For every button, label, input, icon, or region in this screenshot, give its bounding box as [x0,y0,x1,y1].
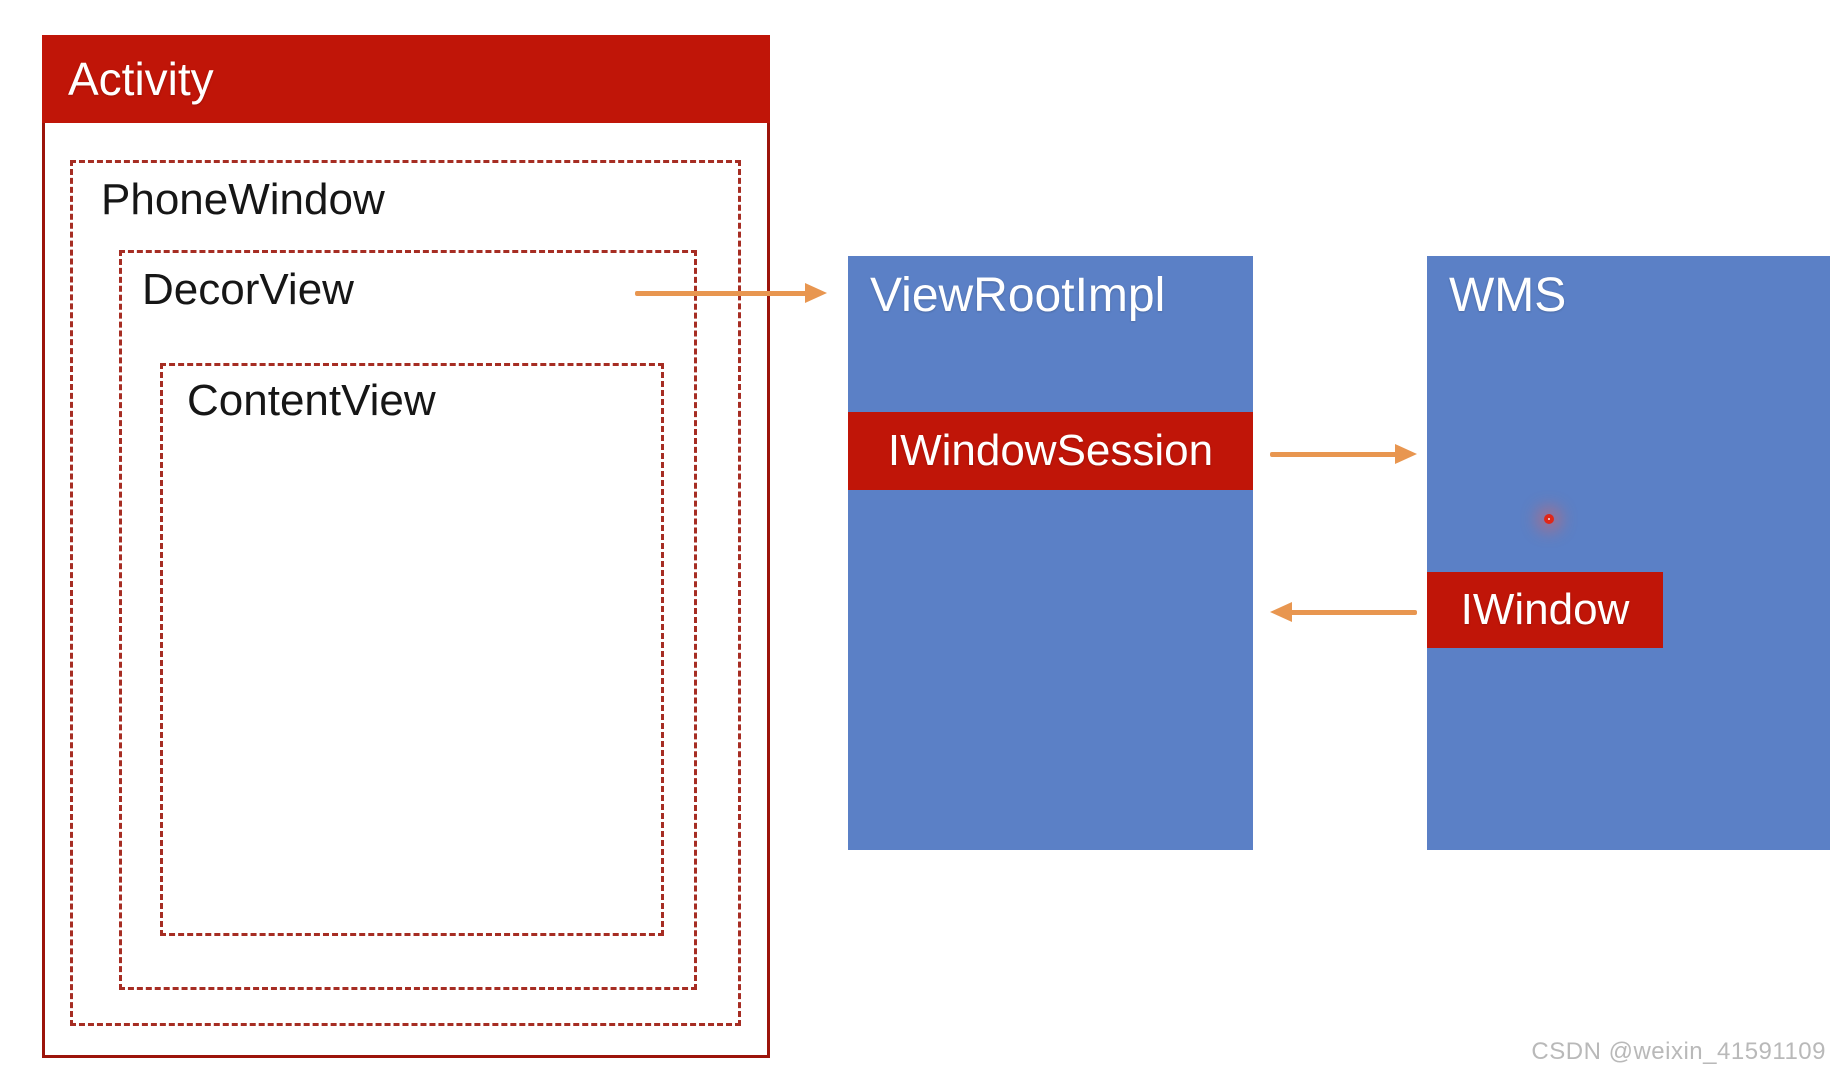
watermark: CSDN @weixin_41591109 [1531,1038,1826,1065]
activity-box: Activity PhoneWindow DecorView ContentVi… [42,35,770,1058]
decor-view-box: DecorView ContentView [119,250,697,990]
arrow-shaft [635,291,809,296]
arrow-head-right-icon [805,283,827,303]
arrow-head-right-icon [1395,444,1417,464]
wms-box: WMS IWindow [1427,256,1830,850]
wms-label: WMS [1449,269,1567,322]
arrow-decorview-to-viewrootimpl-icon [635,283,827,303]
content-view-box: ContentView [160,363,664,936]
arrow-shaft [1288,610,1417,615]
phone-window-box: PhoneWindow DecorView ContentView [70,160,741,1026]
iwindow-band: IWindow [1427,572,1663,648]
laser-pointer-dot-icon [1544,514,1554,524]
iwindow-session-band: IWindowSession [848,412,1253,490]
content-view-label: ContentView [187,376,436,425]
arrow-shaft [1270,452,1399,457]
phone-window-label: PhoneWindow [101,175,385,224]
view-root-impl-box: ViewRootImpl IWindowSession [848,256,1253,850]
activity-label: Activity [68,53,214,105]
arrow-iwindow-to-viewrootimpl-icon [1270,602,1417,622]
iwindow-label: IWindow [1460,585,1630,634]
activity-header: Activity [42,35,770,123]
arrow-head-left-icon [1270,602,1292,622]
arrow-iwindowsession-to-wms-icon [1270,444,1417,464]
view-root-impl-label: ViewRootImpl [870,269,1166,322]
iwindow-session-label: IWindowSession [887,426,1214,475]
decor-view-label: DecorView [142,265,354,314]
